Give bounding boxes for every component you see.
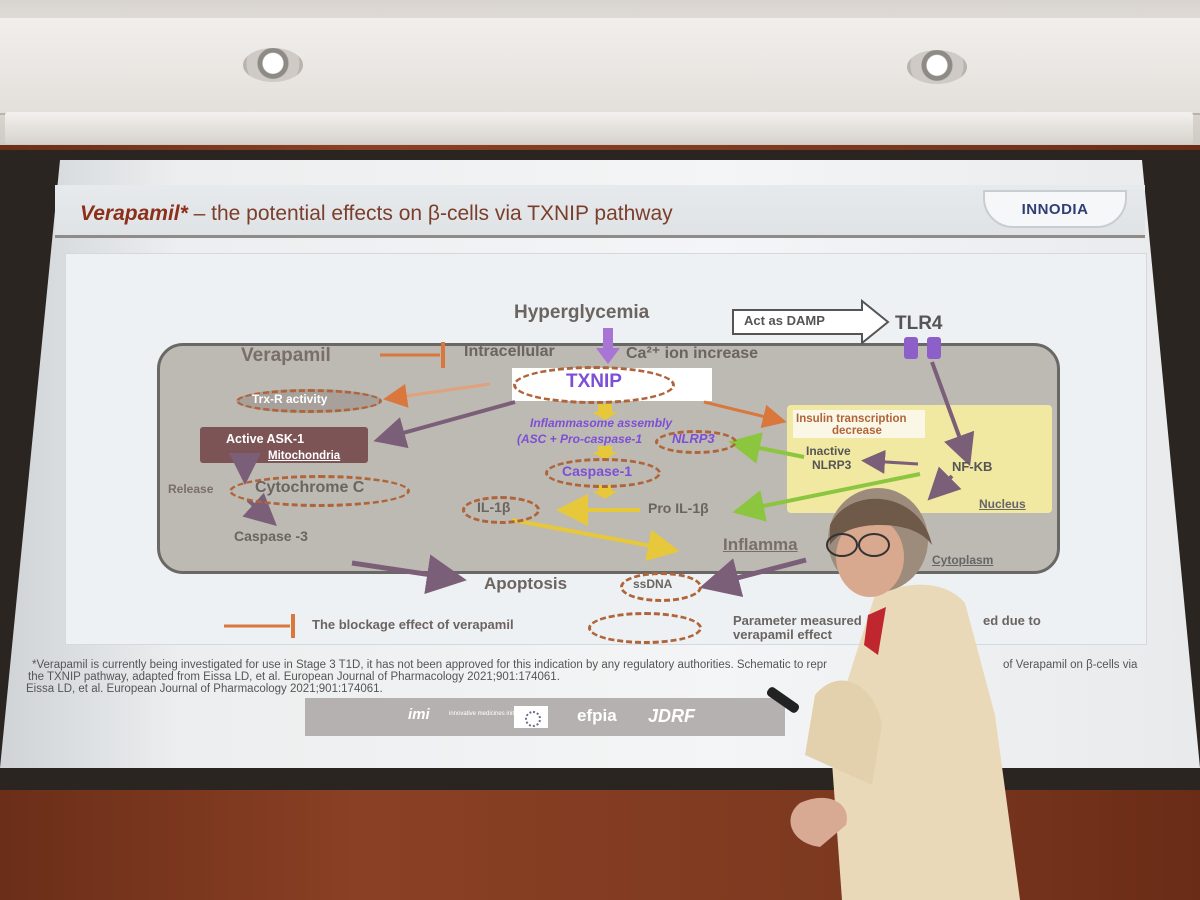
- inflammation-label: Inflamma: [723, 535, 798, 554]
- legend-verapamil-effect: verapamil effect: [733, 627, 832, 642]
- act-as-damp-label: Act as DAMP: [744, 313, 825, 328]
- mitochondria-label: Mitochondria: [268, 450, 341, 462]
- slide-title-rest: – the potential effects on β-cells via T…: [187, 202, 673, 225]
- caspase1-label: Caspase-1: [562, 463, 633, 479]
- cytochrome-ellipse: [229, 475, 410, 507]
- caspase3-label: Caspase -3: [234, 528, 308, 544]
- imi-logo: imi: [408, 706, 430, 723]
- slide-title-emphasis: Verapamil*: [80, 202, 188, 225]
- release-label: Release: [168, 482, 214, 496]
- nucleus-label: Nucleus: [979, 497, 1026, 511]
- trx-r-ellipse: [236, 389, 382, 413]
- ca-increase-label: Ca²⁺ ion increase: [626, 345, 759, 362]
- cytoplasm-label: Cytoplasm: [932, 553, 994, 567]
- footnote-line2: the TXNIP pathway, adapted from Eissa LD…: [28, 671, 560, 683]
- jdrf-logo: JDRF: [648, 706, 696, 726]
- pro-il1b-label: Pro IL-1β: [648, 500, 709, 516]
- legend-parameter-tail: ed due to: [983, 613, 1041, 628]
- hyperglycemia-label: Hyperglycemia: [514, 302, 650, 323]
- footnote-line3: Eissa LD, et al. European Journal of Pha…: [26, 683, 383, 695]
- inactive-label: Inactive: [806, 444, 851, 458]
- legend-blockage-label: The blockage effect of verapamil: [312, 617, 514, 632]
- ssdna-ellipse: [620, 572, 702, 602]
- decrease-label: decrease: [832, 425, 882, 437]
- insulin-box: [793, 410, 925, 438]
- intracellular-label: Intracellular: [464, 343, 555, 360]
- insulin-label: Insulin transcription: [796, 413, 907, 425]
- legend-parameter-label: Parameter measured: [733, 613, 862, 628]
- il1b-ellipse: [462, 496, 540, 524]
- il1b-label: IL-1β: [477, 499, 511, 515]
- nf-kb-label: NF-KB: [952, 459, 993, 474]
- slide-title: Verapamil* – the potential effects on β-…: [80, 202, 673, 226]
- eu-flag-icon: [514, 706, 548, 728]
- nlrp3-label: NLRP3: [672, 431, 715, 446]
- txnip-label: TXNIP: [566, 371, 622, 392]
- ceiling-band: [0, 18, 1200, 115]
- inflammasome-label: Inflammasome assembly: [530, 416, 673, 430]
- innodia-logo: INNODIA: [983, 190, 1127, 228]
- nlrp3-ellipse: [655, 430, 737, 454]
- presenter-figure: [766, 488, 1020, 900]
- legend-ellipse: [588, 612, 702, 644]
- ceiling-light-left: [243, 48, 303, 82]
- trx-r-label: Trx-R activity: [252, 392, 328, 406]
- slide-title-bar: [55, 185, 1145, 238]
- inactive-nlrp3-label: NLRP3: [812, 458, 852, 472]
- asc-label: (ASC + Pro-caspase-1: [517, 432, 643, 446]
- efpia-logo: efpia: [577, 706, 617, 725]
- ceiling-light-right: [907, 50, 967, 84]
- verapamil-label: Verapamil: [241, 345, 331, 366]
- screen-housing: [5, 112, 1193, 144]
- imi-subtitle: innovative medicines initiative: [449, 711, 529, 717]
- caspase1-ellipse: [545, 458, 661, 488]
- ssdna-label: ssDNA: [633, 577, 673, 591]
- tlr4-label: TLR4: [895, 313, 943, 334]
- txnip-ellipse: [513, 366, 675, 404]
- footnote-line1-tail: of Verapamil on β-cells via: [1003, 659, 1138, 671]
- mitochondria-box: [200, 427, 368, 463]
- ask1-label: Active ASK-1: [226, 432, 305, 446]
- apoptosis-label: Apoptosis: [484, 574, 568, 593]
- footnote-line1: *Verapamil is currently being investigat…: [32, 659, 828, 671]
- cytochrome-label: Cytochrome C: [255, 479, 365, 496]
